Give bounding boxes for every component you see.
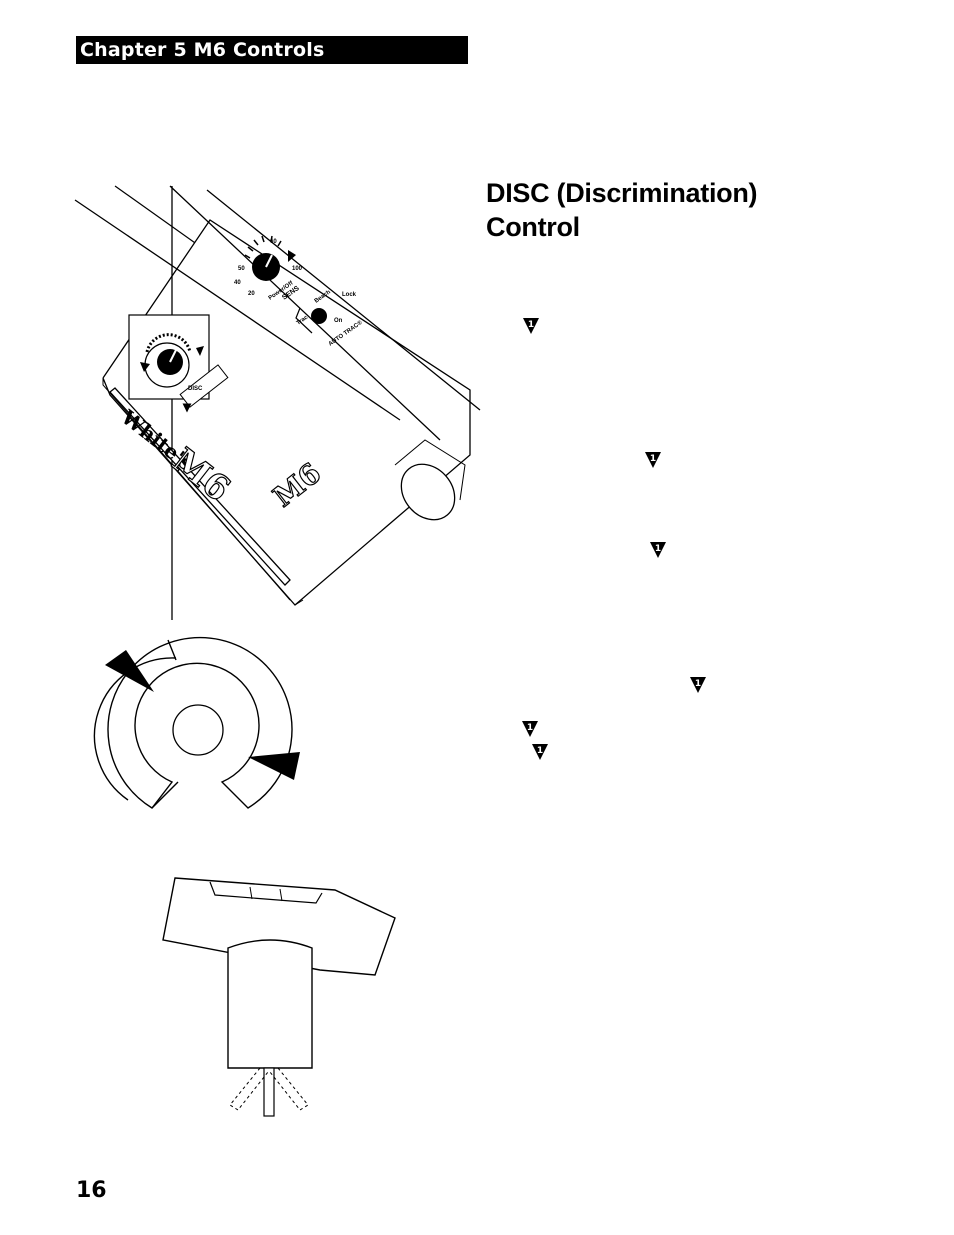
step-marker-icon: 1 bbox=[532, 744, 548, 760]
section-title-line-2: Control bbox=[486, 212, 580, 242]
step-marker-icon: 1 bbox=[523, 318, 539, 334]
step-marker-icon: 1 bbox=[650, 542, 666, 558]
svg-text:1: 1 bbox=[650, 454, 656, 464]
svg-text:1: 1 bbox=[537, 746, 543, 756]
sens-scale-40: 40 bbox=[234, 280, 241, 286]
svg-text:1: 1 bbox=[695, 679, 701, 689]
sens-scale-100: 100 bbox=[292, 266, 303, 272]
disc-label: DISC bbox=[188, 386, 203, 392]
knob-max-arrow-icon bbox=[248, 752, 300, 780]
page-number: 16 bbox=[76, 1178, 107, 1203]
knob-min-arrow-icon bbox=[105, 650, 154, 692]
step-marker-icon: 1 bbox=[645, 452, 661, 468]
svg-text:1: 1 bbox=[655, 544, 661, 554]
section-title: DISC (Discrimination) Control bbox=[486, 176, 886, 244]
chapter-header: Chapter 5 M6 Controls bbox=[76, 36, 468, 64]
step-marker-icon: 1 bbox=[522, 721, 538, 737]
lock-label: Lock bbox=[342, 292, 357, 298]
svg-text:1: 1 bbox=[528, 320, 534, 330]
svg-text:1: 1 bbox=[527, 723, 533, 733]
sens-scale-50: 50 bbox=[238, 266, 245, 272]
section-title-line-1: DISC (Discrimination) bbox=[486, 178, 758, 208]
sens-scale-20: 20 bbox=[248, 291, 255, 297]
step-marker-icon bbox=[182, 403, 192, 413]
on-label: On bbox=[334, 318, 343, 324]
step-marker-icon: 1 bbox=[690, 677, 706, 693]
sens-scale-60: 60 bbox=[270, 239, 277, 245]
